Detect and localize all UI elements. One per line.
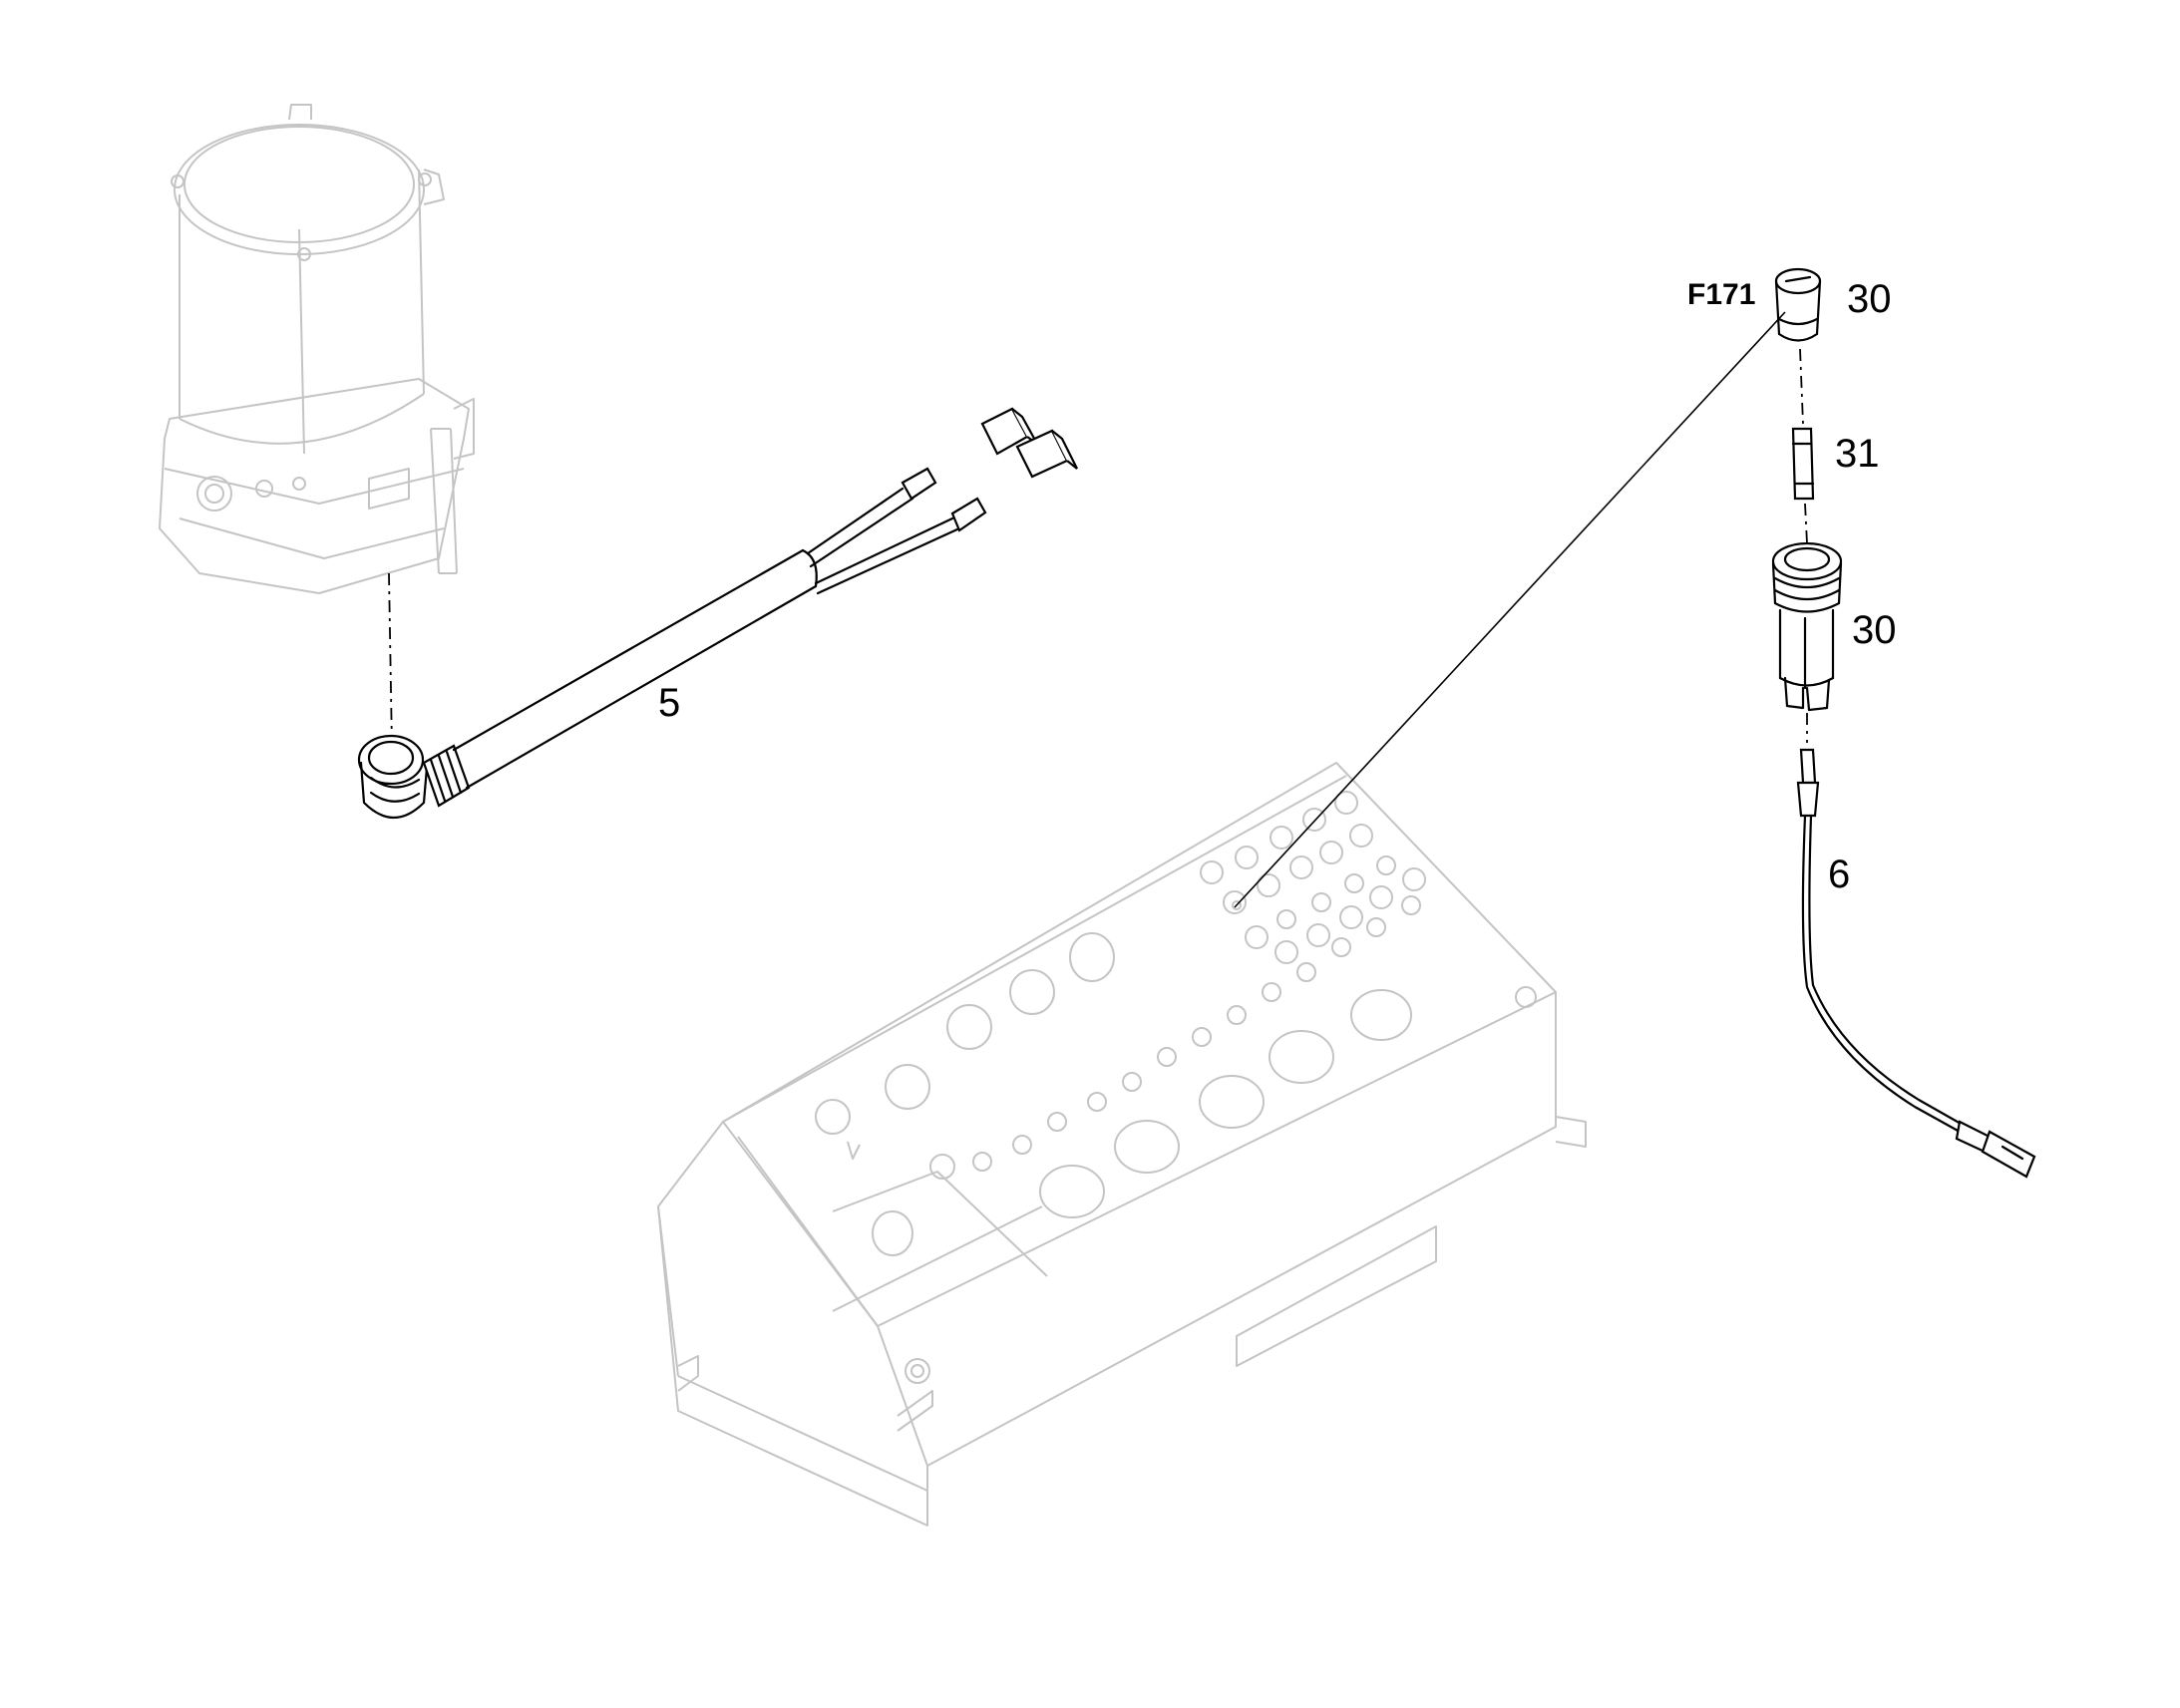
- callout-cable: 6: [1828, 853, 1850, 896]
- cable-harness: [357, 407, 1078, 819]
- callout-harness: 5: [658, 681, 680, 725]
- assembly-line-pump: [388, 572, 393, 749]
- fuse-holder: [1771, 541, 1843, 712]
- panel-box: [657, 762, 1587, 1527]
- fuse: [1791, 427, 1815, 501]
- location-leader: [1234, 311, 1786, 908]
- pump-unit: [159, 104, 475, 594]
- assembly-line-fuse: [1799, 348, 1804, 425]
- fuse-cable: [1796, 748, 2036, 1179]
- fuse-cap: [1774, 267, 1822, 342]
- callout-fuse-holder: 30: [1852, 608, 1897, 652]
- callout-fuse-cap: 30: [1847, 277, 1892, 321]
- fuse-reference-label: F171: [1687, 278, 1755, 311]
- assembly-line-holder: [1804, 503, 1808, 544]
- callout-fuse: 31: [1835, 432, 1880, 476]
